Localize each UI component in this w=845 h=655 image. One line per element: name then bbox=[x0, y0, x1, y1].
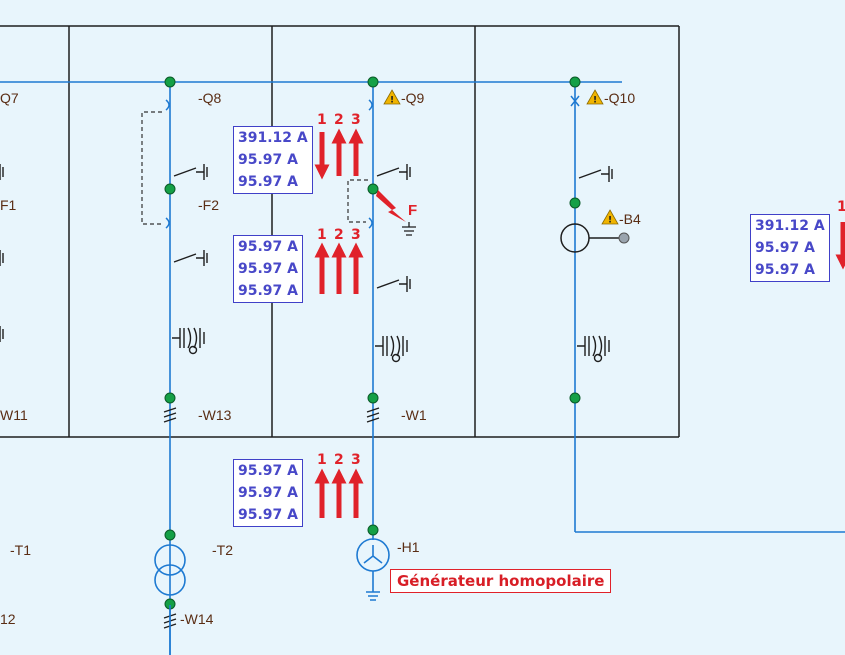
current-value: 391.12 A bbox=[755, 218, 825, 234]
fault-earth bbox=[402, 222, 416, 236]
current-value: 95.97 A bbox=[238, 239, 298, 255]
phase-label: 2 bbox=[334, 112, 344, 128]
warning-icon: ! ! ! bbox=[383, 89, 619, 226]
svg-text:!: ! bbox=[608, 216, 612, 226]
label-12: 12 bbox=[0, 611, 16, 627]
current-value: 95.97 A bbox=[755, 240, 815, 256]
busbar-lines bbox=[0, 81, 845, 655]
phase-label: 1 bbox=[317, 112, 327, 128]
cubicle-frames bbox=[0, 25, 680, 438]
svg-text:!: ! bbox=[390, 96, 394, 106]
phase-label: 3 bbox=[351, 452, 361, 468]
current-box-right: 391.12 A 95.97 A 95.97 A bbox=[750, 214, 830, 282]
label-w11: W11 bbox=[0, 407, 28, 423]
label-w14: -W14 bbox=[180, 611, 214, 627]
phase-label: 3 bbox=[351, 227, 361, 243]
b4-sensor bbox=[560, 223, 630, 253]
label-q9: -Q9 bbox=[401, 90, 425, 106]
current-sensor-icon bbox=[172, 327, 610, 363]
switch-symbols bbox=[165, 95, 580, 229]
earthing-switch-icon bbox=[0, 164, 613, 342]
phase-label: 1 bbox=[837, 199, 845, 215]
generator-icon bbox=[356, 538, 390, 601]
label-t2: -T2 bbox=[212, 542, 233, 558]
label-q7: Q7 bbox=[0, 90, 19, 106]
label-f1: F1 bbox=[0, 197, 17, 213]
current-value: 95.97 A bbox=[238, 261, 298, 277]
current-value: 95.97 A bbox=[238, 507, 298, 523]
phase-label: 1 bbox=[317, 227, 327, 243]
transformer-icon bbox=[154, 544, 186, 655]
label-w13: -W13 bbox=[198, 407, 232, 423]
phase-label: 2 bbox=[334, 227, 344, 243]
current-box-w1: 95.97 A 95.97 A 95.97 A bbox=[233, 459, 303, 527]
label-q8: -Q8 bbox=[198, 90, 222, 106]
phase-arrows-q9 bbox=[314, 128, 364, 180]
junction-nodes bbox=[164, 76, 581, 610]
current-value: 391.12 A bbox=[238, 130, 308, 146]
current-box-q9: 391.12 A 95.97 A 95.97 A bbox=[233, 126, 313, 194]
generator-note: Générateur homopolaire bbox=[390, 569, 612, 593]
phase-arrows-w1 bbox=[314, 468, 364, 518]
current-box-f2: 95.97 A 95.97 A 95.97 A bbox=[233, 235, 303, 303]
interlock-dashed bbox=[141, 111, 368, 225]
svg-text:!: ! bbox=[593, 96, 597, 106]
label-w1: -W1 bbox=[401, 407, 427, 423]
label-fault: F bbox=[408, 202, 418, 219]
current-value: 95.97 A bbox=[238, 152, 298, 168]
phase-label: 2 bbox=[334, 452, 344, 468]
phase-label: 3 bbox=[351, 112, 361, 128]
label-h1: -H1 bbox=[397, 539, 420, 555]
current-value: 95.97 A bbox=[238, 485, 298, 501]
label-t1: -T1 bbox=[10, 542, 31, 558]
fault-lightning-icon bbox=[376, 190, 406, 222]
current-value: 95.97 A bbox=[238, 463, 298, 479]
label-b4: -B4 bbox=[619, 211, 641, 227]
label-q10: -Q10 bbox=[604, 90, 636, 106]
current-value: 95.97 A bbox=[238, 283, 298, 299]
current-value: 95.97 A bbox=[238, 174, 298, 190]
phase-arrows-f2 bbox=[314, 242, 364, 294]
phase-label: 1 bbox=[317, 452, 327, 468]
label-f2: -F2 bbox=[198, 197, 219, 213]
current-value: 95.97 A bbox=[755, 262, 815, 278]
